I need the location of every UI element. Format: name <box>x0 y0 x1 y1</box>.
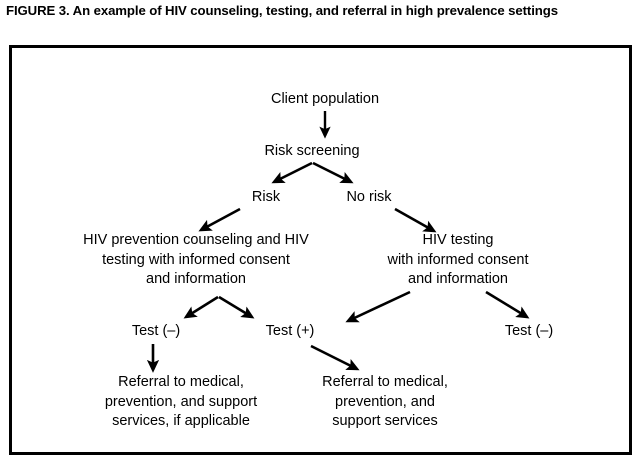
node-hiv-testing-consent: HIV testing with informed consent and in… <box>338 231 578 290</box>
node-test-negative-right: Test (–) <box>504 323 554 339</box>
node-referral-if-applicable-line-2: prevention, and support <box>104 393 258 410</box>
node-risk-screening: Risk screening <box>264 143 360 159</box>
node-referral-if-applicable-line-3: services, if applicable <box>112 413 250 429</box>
node-prevention-counseling-testing-line-1: HIV prevention counseling and HIV <box>83 232 309 248</box>
node-client-population: Client population <box>270 91 380 107</box>
node-no-risk: No risk <box>346 189 392 205</box>
figure-caption: FIGURE 3. An example of HIV counseling, … <box>6 3 558 18</box>
node-referral-services-line-1: Referral to medical, <box>322 374 448 390</box>
node-hiv-testing-consent-line-3: and information <box>408 271 508 287</box>
figure-frame-border <box>9 45 632 455</box>
node-prevention-counseling-testing: HIV prevention counseling and HIV testin… <box>26 231 366 290</box>
node-hiv-testing-consent-line-2: with informed consent <box>387 251 529 268</box>
node-test-negative-left: Test (–) <box>131 323 181 339</box>
node-referral-if-applicable: Referral to medical, prevention, and sup… <box>66 373 296 432</box>
node-referral-if-applicable-line-1: Referral to medical, <box>118 374 244 390</box>
node-test-positive: Test (+) <box>265 323 315 339</box>
node-referral-services-line-3: support services <box>332 413 438 429</box>
node-referral-services-line-2: prevention, and <box>335 393 435 410</box>
node-prevention-counseling-testing-line-3: and information <box>146 271 246 287</box>
node-referral-services: Referral to medical, prevention, and sup… <box>285 373 485 432</box>
node-prevention-counseling-testing-line-2: testing with informed consent <box>102 251 290 268</box>
node-hiv-testing-consent-line-1: HIV testing <box>422 232 494 248</box>
node-risk: Risk <box>251 189 281 205</box>
